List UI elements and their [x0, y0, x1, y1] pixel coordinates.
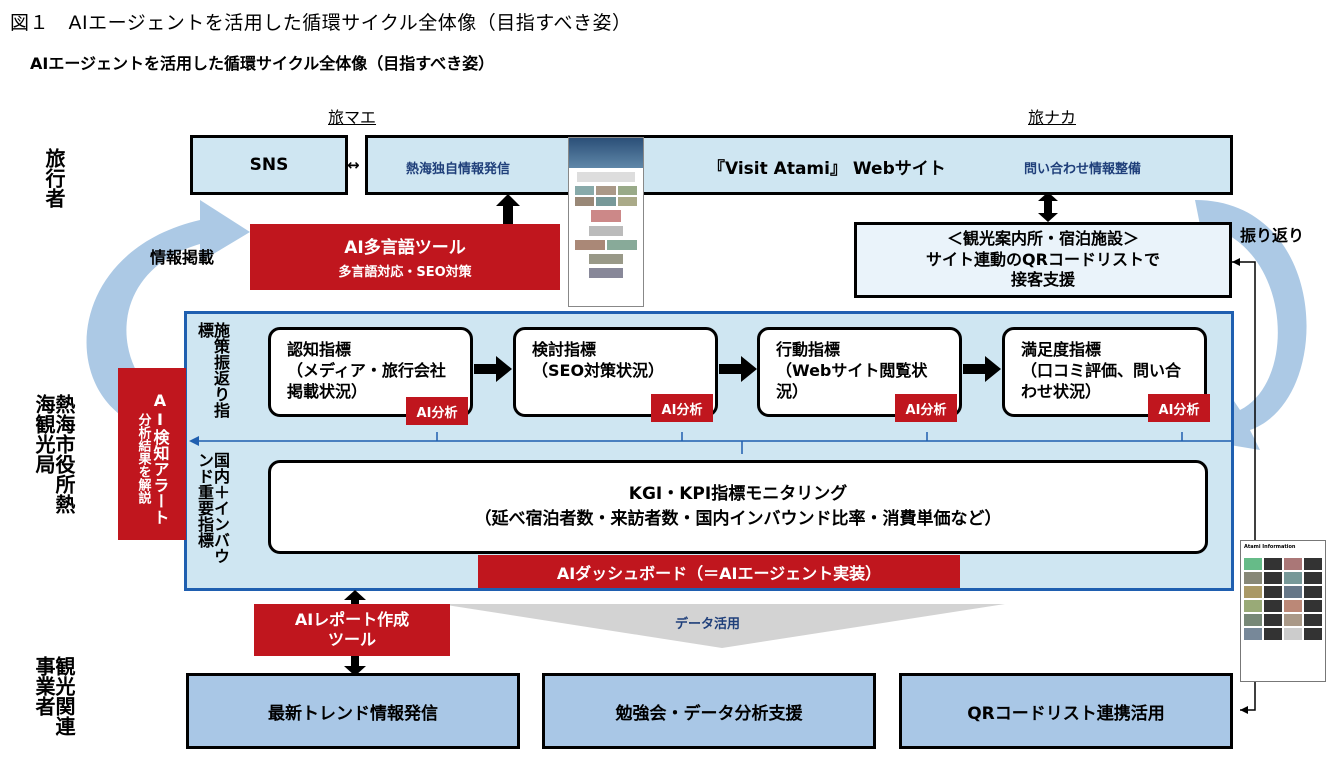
ai-multilingual-sub: 多言語対応・SEO対策 — [338, 265, 472, 280]
indicator-title: 満足度指標 — [1021, 340, 1102, 359]
qr-double-arrow — [1038, 192, 1058, 222]
ai-analysis-tag: AI分析 — [895, 394, 957, 422]
business-label: 観光関連事業者 — [32, 656, 76, 736]
sns-box: SNS — [190, 135, 348, 195]
ai-multilingual-tool: AI多言語ツール 多言語対応・SEO対策 — [250, 224, 560, 290]
report-tool-line1: AIレポート作成 — [294, 610, 410, 629]
flow-arrow-1 — [474, 356, 512, 382]
diagram-subtitle: AIエージェントを活用した循環サイクル全体像（目指すべき姿） — [30, 54, 495, 73]
indicator-detail: （Webサイト閲覧状況） — [776, 360, 928, 401]
data-use-label: データ活用 — [675, 617, 741, 632]
feedback-line — [189, 432, 1233, 454]
tabimae-label: 旅マエ — [328, 108, 377, 127]
flow-arrow-3 — [963, 356, 1001, 382]
left-cycle-arrow — [86, 200, 250, 420]
ai-multilingual-title: AI多言語ツール — [344, 238, 466, 258]
ai-report-tool: AIレポート作成 ツール — [254, 604, 450, 656]
ai-alert-sub: 分析結果を解説 — [135, 412, 151, 504]
data-use-funnel — [440, 604, 1005, 648]
qr-support-box: ＜観光案内所・宿泊施設＞ サイト連動のQRコードリストで 接客支援 — [854, 222, 1232, 298]
atami-office-label: 熱海市役所熱海観光局 — [32, 394, 76, 514]
kgi-line1: KGI・KPI指標モニタリング — [628, 484, 848, 505]
ai-analysis-tag: AI分析 — [651, 394, 713, 422]
atami-info-label: 熱海独自情報発信 — [406, 162, 511, 177]
tool-up-arrow — [496, 194, 520, 226]
important-indicators-label: 国内＋インバウンド重要指標 — [195, 452, 230, 564]
tabinaka-label: 旅ナカ — [1028, 108, 1077, 127]
info-posting-label: 情報掲載 — [150, 248, 215, 267]
qr-list-document: Atami Information — [1240, 540, 1326, 682]
kgi-monitoring-box: KGI・KPI指標モニタリング （延べ宿泊者数・来訪者数・国内インバウンド比率・… — [268, 460, 1208, 554]
ai-dashboard-label: AIダッシュボード（＝AIエージェント実装） — [478, 555, 960, 588]
qr-support-line1: ＜観光案内所・宿泊施設＞ — [946, 228, 1139, 248]
website-label: 『Visit Atami』 Webサイト — [708, 159, 946, 179]
report-tool-line2: ツール — [327, 630, 376, 649]
indicator-title: 認知指標 — [287, 340, 352, 359]
bottom-box-study: 勉強会・データ分析支援 — [542, 673, 876, 749]
ai-alert-main: AI検知アラート — [150, 391, 170, 525]
qr-doc-title: Atami Information — [1244, 544, 1296, 550]
bottom-box-trend: 最新トレンド情報発信 — [186, 673, 520, 749]
right-cycle-arrow — [1195, 200, 1307, 450]
website-thumbnail — [568, 137, 644, 307]
inquiry-label: 問い合わせ情報整備 — [1024, 162, 1142, 177]
reflection-label: 振り返り — [1240, 226, 1305, 245]
indicator-detail: （メディア・旅行会社掲載状況） — [287, 360, 446, 401]
ai-analysis-tag: AI分析 — [1148, 394, 1210, 422]
measures-label: 施策振返り指標 — [195, 322, 230, 418]
flow-arrow-2 — [719, 356, 757, 382]
indicator-title: 検討指標 — [532, 340, 597, 359]
qr-support-line3: 接客支援 — [1010, 270, 1075, 290]
qr-support-line2: サイト連動のQRコードリストで — [926, 249, 1160, 269]
sns-link-arrow: ↔ — [347, 156, 360, 174]
ai-analysis-tag: AI分析 — [406, 397, 468, 425]
ai-alert-box: 分析結果を解説 AI検知アラート — [118, 368, 186, 540]
bottom-box-qr: QRコードリスト連携活用 — [899, 673, 1233, 749]
website-bar: 熱海独自情報発信 『Visit Atami』 Webサイト 問い合わせ情報整備 — [365, 135, 1233, 195]
figure-title: 図１ AIエージェントを活用した循環サイクル全体像（目指すべき姿） — [10, 12, 632, 34]
indicator-detail: （口コミ評価、問い合わせ状況） — [1021, 360, 1182, 401]
kgi-line2: （延べ宿泊者数・来訪者数・国内インバウンド比率・消費単価など） — [474, 509, 1002, 529]
indicator-title: 行動指標 — [776, 340, 841, 359]
traveler-label: 旅行者 — [42, 148, 66, 208]
indicator-detail: （SEO対策状況） — [532, 360, 665, 380]
